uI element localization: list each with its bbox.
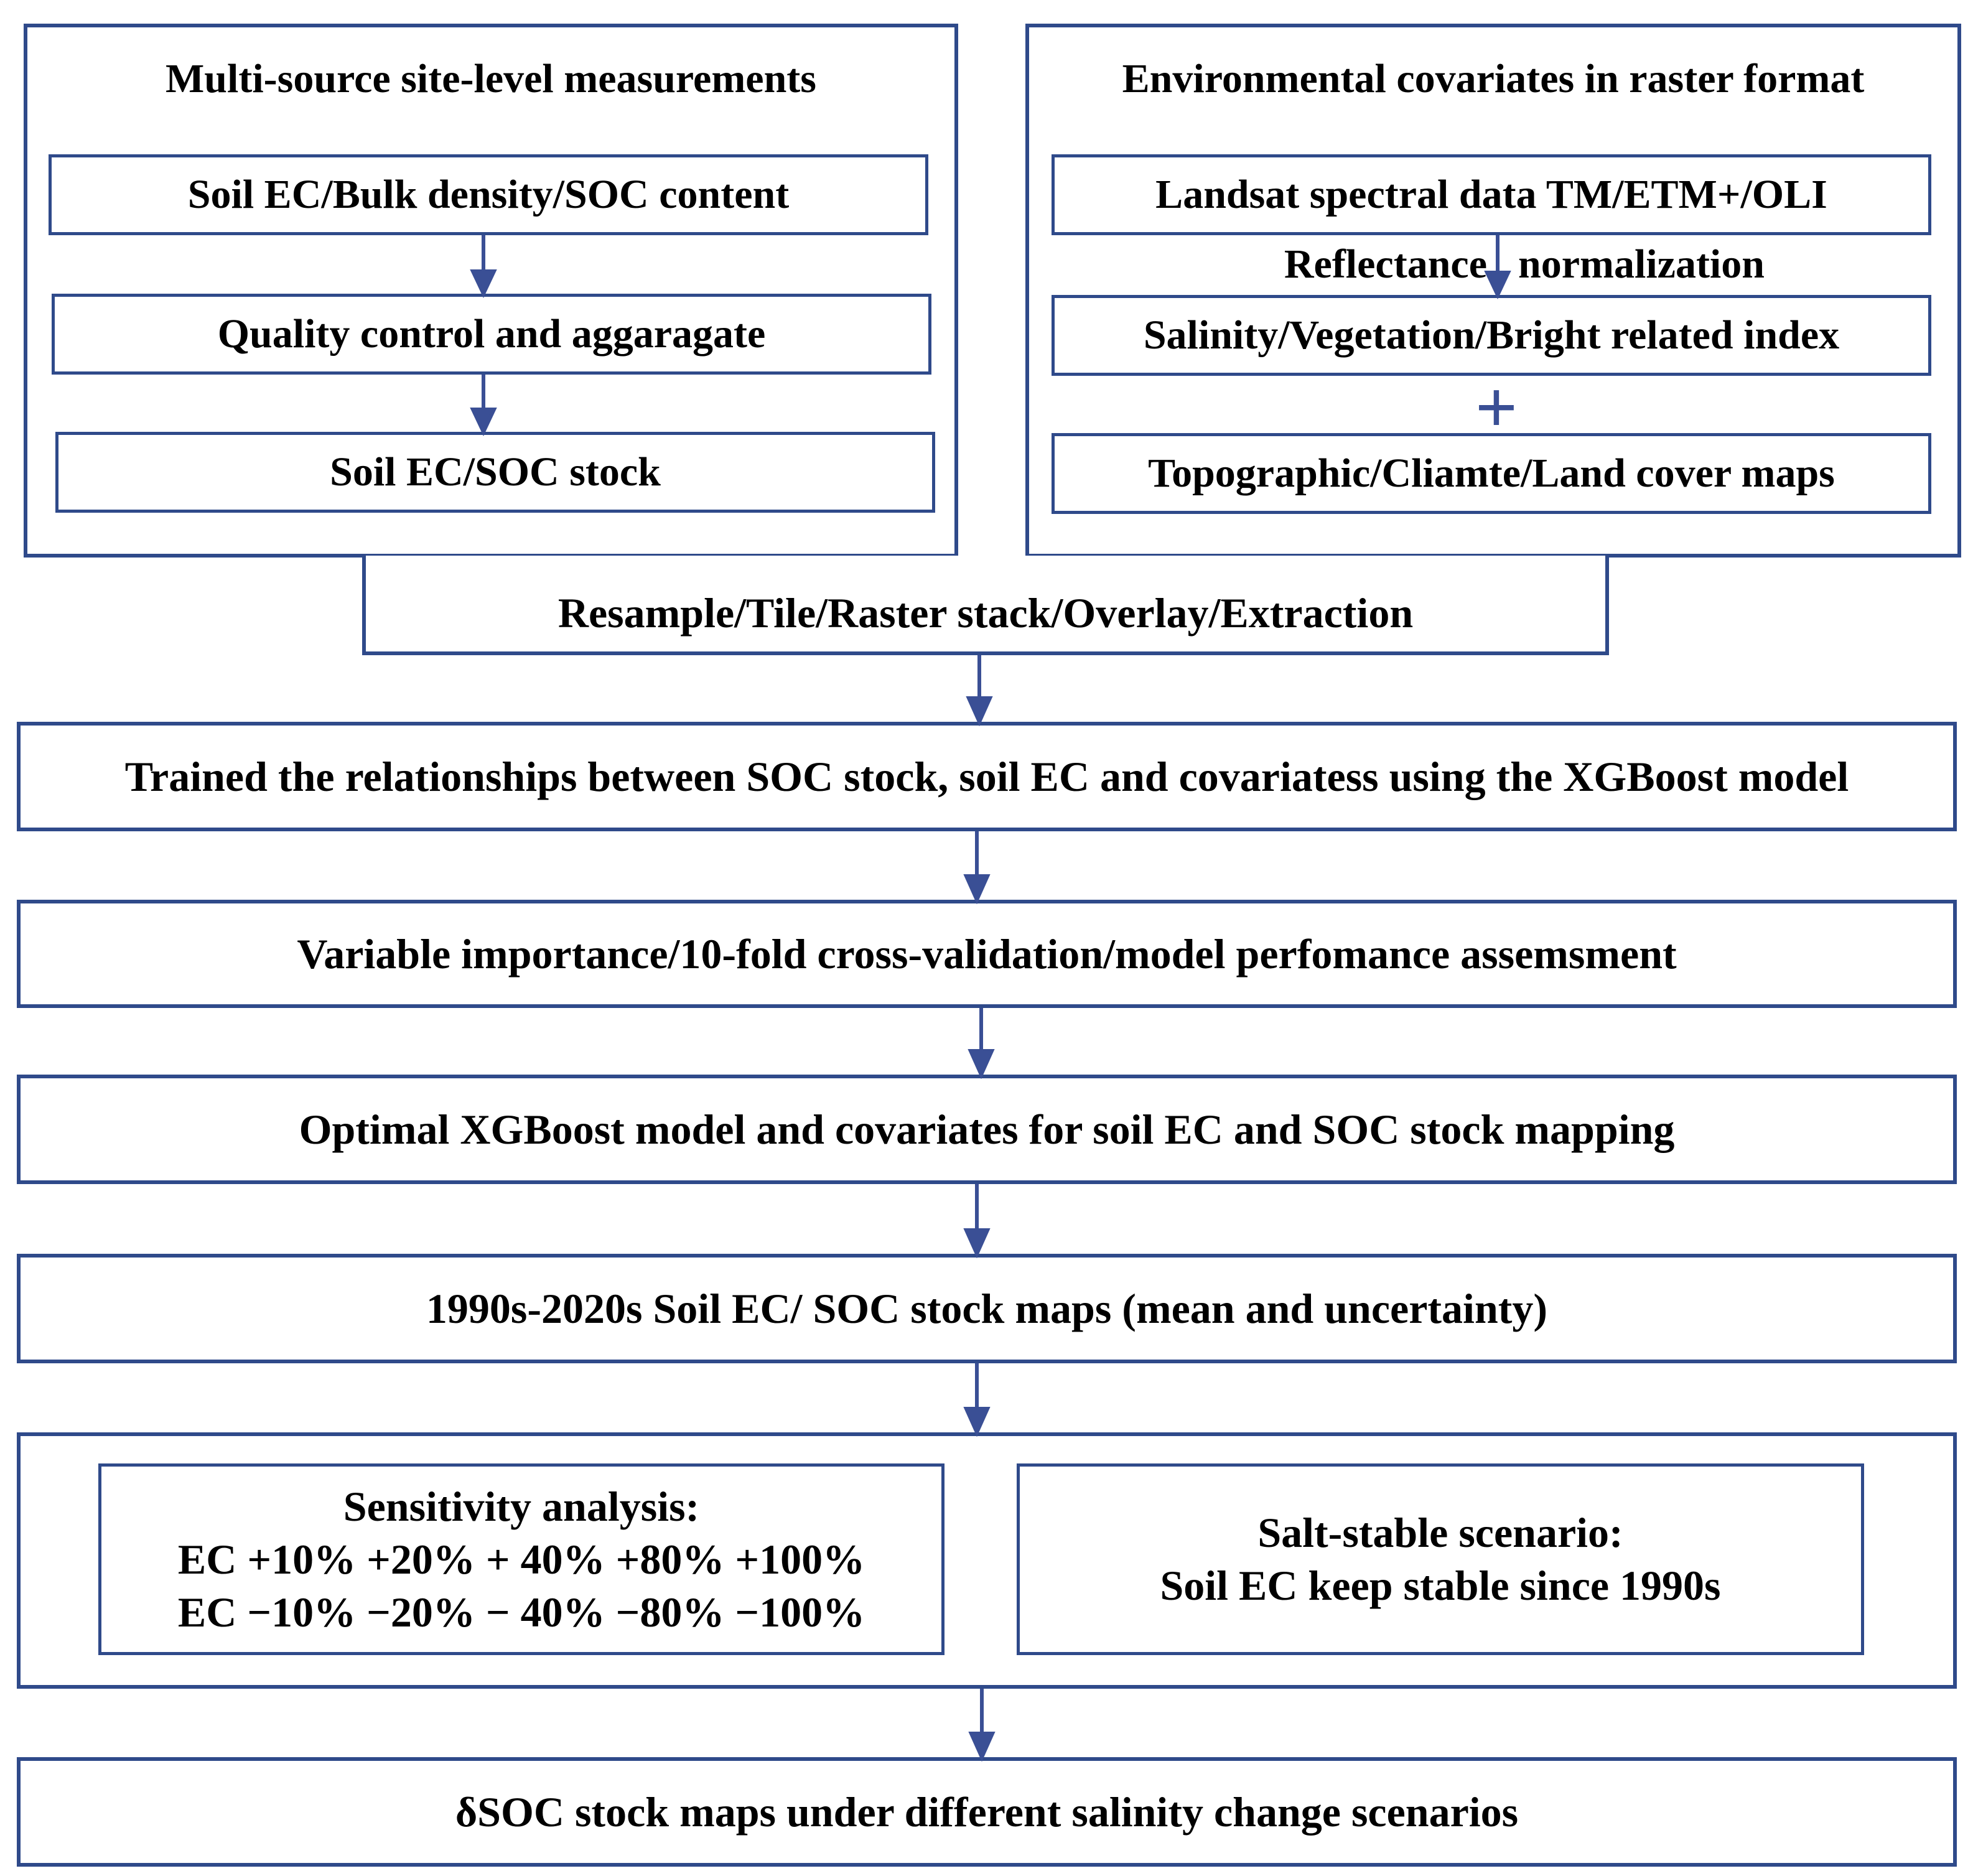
left-step-3: Soil EC/SOC stock	[55, 432, 935, 513]
final-step	[17, 1757, 1957, 1867]
arrow-merge-head	[966, 696, 993, 727]
final-step-label: δSOC stock maps under different salinity…	[455, 1788, 1519, 1836]
arrow-optimal-head	[963, 1228, 991, 1259]
salt-stable-title: Salt-stable scenario:	[1257, 1509, 1623, 1556]
right-panel-title: Environmental covariates in raster forma…	[1122, 56, 1865, 101]
pipeline-step-validation	[17, 900, 1957, 1008]
merge-step-label: Resample/Tile/Raster stack/Overlay/Extra…	[557, 589, 1414, 637]
left-step-1: Soil EC/Bulk density/SOC content	[49, 154, 928, 235]
pipeline-step-optimal	[17, 1075, 1957, 1184]
arrow-right-1-head	[1484, 271, 1511, 300]
right-step-3: Topographic/Cliamte/Land cover maps	[1052, 433, 1931, 514]
pipeline-step-validation-label: Variable importance/10-fold cross-valida…	[297, 930, 1677, 978]
merge-box	[362, 556, 1609, 655]
pipeline-step-train-label: Trained the relationships between SOC st…	[124, 752, 1849, 800]
sensitivity-analysis-box: Sensitivity analysis: EC +10% +20% + 40%…	[98, 1463, 945, 1655]
left-step-2: Quality control and aggaragate	[52, 294, 931, 375]
right-step-1: Landsat spectral data TM/ETM+/OLI	[1052, 154, 1931, 235]
pipeline-step-maps	[17, 1254, 1957, 1363]
salt-stable-line: Soil EC keep stable since 1990s	[1160, 1562, 1721, 1609]
arrow-validation-head	[968, 1049, 995, 1080]
sensitivity-line-decrease: EC −10% −20% − 40% −80% −100%	[177, 1588, 865, 1636]
arrow-maps-head	[963, 1407, 991, 1437]
pipeline-step-train	[17, 722, 1957, 831]
normalization-label: normalization	[1518, 241, 1765, 287]
sensitivity-title: Sensitivity analysis:	[343, 1482, 700, 1530]
arrow-train-head	[963, 874, 991, 905]
right-step-2: Salinity/Vegetation/Bright related index	[1052, 295, 1931, 376]
pipeline-step-maps-label: 1990s-2020s Soil EC/ SOC stock maps (mea…	[426, 1284, 1548, 1332]
arrow-left-1-head	[470, 269, 497, 299]
reflectance-label: Reflectance	[1284, 241, 1487, 287]
sensitivity-line-increase: EC +10% +20% + 40% +80% +100%	[177, 1535, 865, 1583]
pipeline-step-optimal-label: Optimal XGBoost model and covariates for…	[299, 1105, 1675, 1153]
left-panel-title: Multi-source site-level measurements	[166, 56, 816, 101]
arrow-scenarios-head	[968, 1732, 996, 1762]
arrow-left-2-head	[470, 408, 497, 437]
salt-stable-box: Salt-stable scenario: Soil EC keep stabl…	[1017, 1463, 1864, 1655]
